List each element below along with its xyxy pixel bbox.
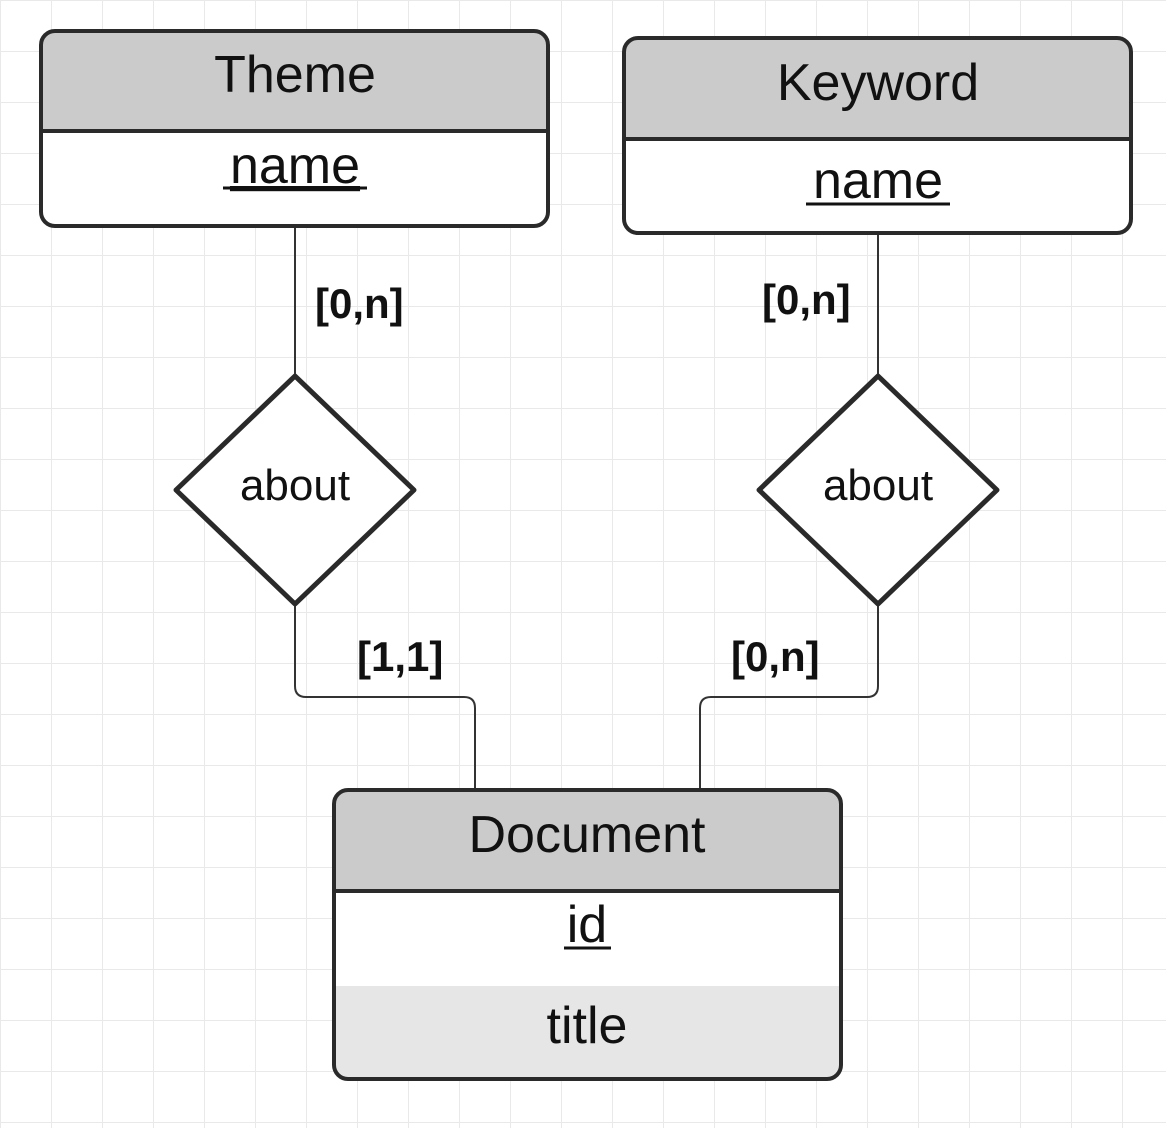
entity-theme-title: Theme	[214, 46, 376, 104]
cardinality-theme-top: [0,n]	[315, 280, 404, 327]
entity-keyword-header	[624, 38, 1131, 139]
cardinality-keyword-top: [0,n]	[762, 276, 851, 323]
entity-document-title: Document	[469, 806, 707, 864]
entity-document-attr-title: title	[547, 997, 628, 1055]
entity-keyword[interactable]: Keyword name	[622, 36, 1133, 235]
relationship-diamond-right	[756, 373, 1000, 607]
entity-theme-border	[39, 29, 550, 228]
entity-keyword-border	[622, 36, 1133, 235]
entity-keyword-attr-row	[624, 139, 1131, 233]
entity-theme[interactable]: Theme name	[39, 29, 550, 228]
entity-theme-attr-name: name	[230, 137, 360, 195]
entity-document[interactable]: Document id title	[332, 788, 843, 1081]
entity-document-header	[334, 790, 841, 891]
entity-theme-header	[41, 31, 548, 131]
entity-document-attr-row-id	[334, 891, 841, 986]
cardinality-keyword-bottom: [0,n]	[731, 633, 820, 680]
relationship-theme-document[interactable]: about	[173, 373, 417, 607]
entity-keyword-title: Keyword	[777, 54, 979, 112]
connectors	[294, 226, 879, 790]
relationship-diamond-left	[173, 373, 417, 607]
entity-document-attr-id: id	[567, 896, 607, 954]
entity-keyword-attr-name: name	[813, 152, 943, 210]
entity-theme-attr-row	[41, 131, 548, 226]
about-to-document-line-left	[294, 604, 476, 790]
entity-document-border	[332, 788, 843, 1081]
cardinality-theme-bottom: [1,1]	[357, 633, 443, 680]
relationship-label-right: about	[823, 461, 933, 510]
entity-document-attr-row-title	[334, 986, 841, 1079]
relationship-keyword-document[interactable]: about	[756, 373, 1000, 607]
relationship-label-left: about	[240, 461, 350, 510]
about-to-document-line-right	[699, 604, 879, 790]
